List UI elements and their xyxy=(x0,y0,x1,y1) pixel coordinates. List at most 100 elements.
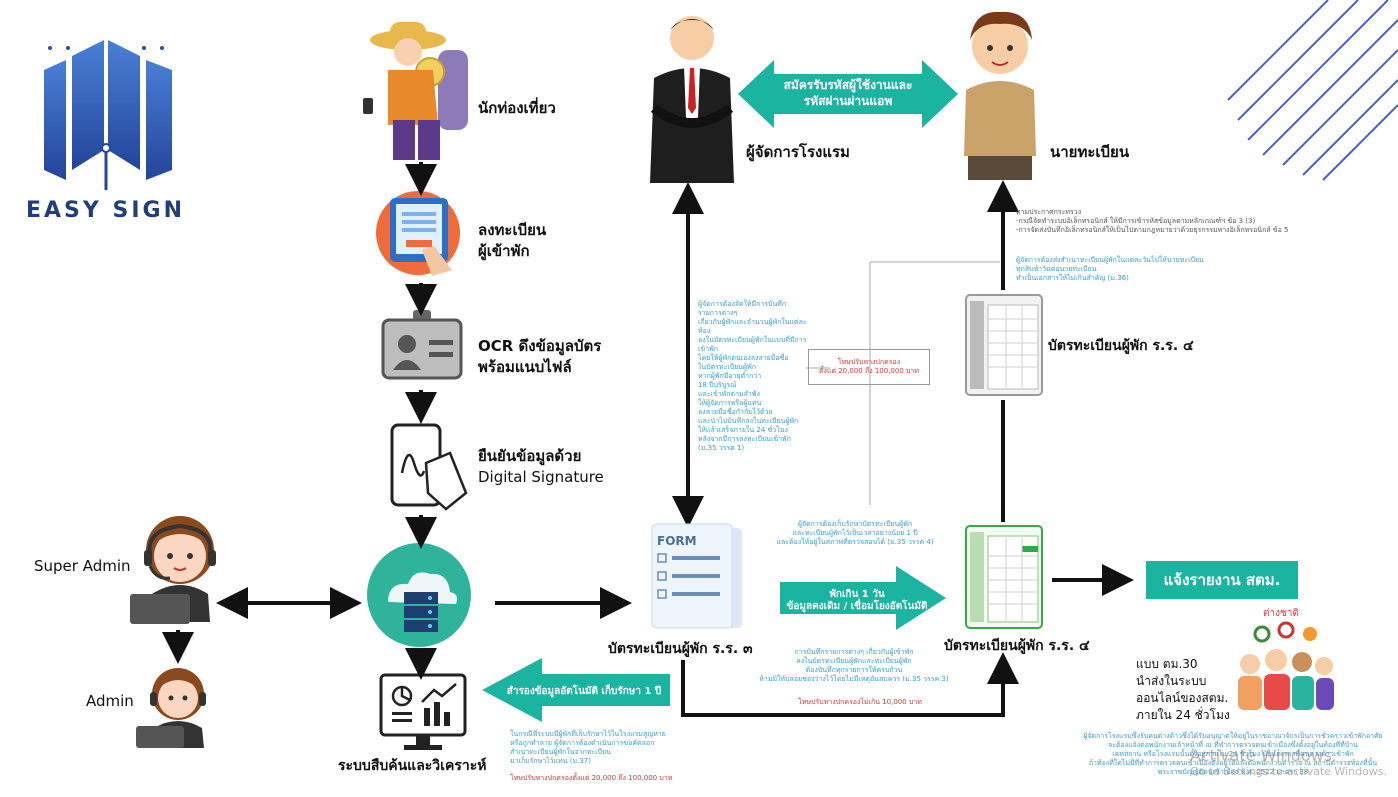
foreigner-label: ต่างชาติ xyxy=(1263,608,1299,619)
note-line: หรือถูกทำลาย ผู้จัดการต้องดำเนินการขอคัด… xyxy=(510,739,655,747)
signature-label-1: ยืนยันข้อมูลด้วย xyxy=(478,447,582,465)
cloud-server-icon xyxy=(367,543,471,647)
watermark-line-1: Activate Windows xyxy=(1190,746,1333,765)
note-line: ให้แล้วเสร็จภายใน 24 ชั่วโมง xyxy=(698,426,788,434)
note-line: และทะเบียนผู้พักไว้เป็นเวลาอย่างน้อย 1 ป… xyxy=(792,529,918,537)
note-line: จะต้องแจ้งต่อพนักงานเจ้าหน้าที่ ณ ที่ทำก… xyxy=(1108,741,1358,749)
decorative-stripes xyxy=(1227,0,1398,181)
top-arrow-text-2: รหัสผ่านผ่านแอพ xyxy=(803,94,893,108)
form-rr3-label: บัตรทะเบียนผู้พัก ร.ร. ๓ xyxy=(608,641,753,657)
note-line: 18 ปีบริบูรณ์ xyxy=(698,381,737,389)
manager-duty-note: ผู้จัดการต้องจัดให้มีการบันทึกรายการต่าง… xyxy=(698,300,808,453)
card-rr4-mid-icon xyxy=(965,525,1043,629)
ministry-announcement-note: ตามประกาศกระทรวง -กรณีจัดทำระบบอิเล็กทรอ… xyxy=(1016,208,1316,235)
lost-records-fine: โทษปรับทางปกครองตั้งแต่ 20,000 ถึง 100,0… xyxy=(510,774,673,782)
form-word: FORM xyxy=(657,534,697,548)
mid-arrow-text-1: พักเกิน 1 วัน xyxy=(829,589,885,600)
form-rr4-top-label: บัตรทะเบียนผู้พัก ร.ร. ๔ xyxy=(1048,338,1194,354)
form-rr3-icon xyxy=(651,523,742,629)
fine-box: โทษปรับทางปกครอง ตั้งแต่ 20,000 ถึง 100,… xyxy=(808,349,930,385)
tm30-line-3: ออนไลน์ของสตม. xyxy=(1136,691,1229,705)
logo-mark-icon xyxy=(44,40,172,190)
card-rr4-top-icon xyxy=(965,294,1043,396)
hotel-manager-label: ผู้จัดการโรงแรม xyxy=(746,143,850,161)
tm30-text: แบบ ตม.30 นำส่งในระบบ ออนไลน์ของสตม. ภาย… xyxy=(1136,656,1230,724)
note-line: ในบัตรทะเบียนผู้พัก xyxy=(698,363,757,371)
note-line: หลังจากมีการลงทะเบียนเข้าพัก xyxy=(698,435,791,443)
note-line: ตามประกาศกระทรวง xyxy=(1016,208,1082,216)
report-button-label: แจ้งรายงาน สตม. xyxy=(1163,571,1281,589)
easy-sign-logo: EASY SIGN xyxy=(24,30,199,230)
mid-arrow-text-2: ข้อมูลคงเดิม / เชื่อมโยงอัตโนมัติ xyxy=(786,601,928,612)
register-label: ลงทะเบียน ผู้เข้าพัก xyxy=(478,221,547,260)
note-line: ในกรณีที่ระบบมีผู้พักที่เก็บรักษาไว้ในโร… xyxy=(510,730,666,738)
note-line: ผู้จัดการโรงแรมซึ่งรับคนต่างด้าวซึ่งได้ร… xyxy=(1083,732,1383,740)
tm30-line-2: นำส่งในระบบ xyxy=(1136,674,1207,688)
note-line: ลงลายมือชื่อกำกับไว้ด้วย xyxy=(698,408,773,416)
digital-signature-icon xyxy=(390,423,468,511)
registrar-label: นายทะเบียน xyxy=(1050,143,1130,161)
fine-box-line-1: โทษปรับทางปกครอง xyxy=(837,358,901,366)
analysis-label: ระบบสืบค้นและวิเคราะห์ xyxy=(338,758,487,774)
note-line: ผู้จัดการต้องเก็บรักษาบัตรทะเบียนผู้พัก xyxy=(797,520,913,528)
registrar-icon xyxy=(964,11,1036,180)
note-line: ทำเป็นเอกสารให้ไม่เกินสำคัญ (ม.36) xyxy=(1016,274,1129,282)
signature-label-2: Digital Signature xyxy=(478,468,604,486)
note-line: ให้ผู้จัดการหรือผู้แทน xyxy=(698,399,762,407)
keep-records-note: ผู้จัดการต้องเก็บรักษาบัตรทะเบียนผู้พัก … xyxy=(770,520,940,547)
note-line: ลงในบัตรทะเบียนผู้พักในแบบที่มีการเข้าพั… xyxy=(698,336,807,353)
tm30-line-4: ภายใน 24 ชั่วโมง xyxy=(1136,708,1230,722)
tourist-label: นักท่องเที่ยว xyxy=(478,99,556,117)
note-line: มาเก็บรักษาไว้แทน (ม.37) xyxy=(510,757,591,765)
lost-records-note: ในกรณีที่ระบบมีผู้พักที่เก็บรักษาไว้ในโร… xyxy=(510,730,690,766)
note-line: -กรณีจัดทำระบบอิเล็กทรอนิกส์ ให้มีการเข้… xyxy=(1016,217,1256,225)
form-rr4-mid-label: บัตรทะเบียนผู้พัก ร.ร. ๔ xyxy=(944,638,1090,654)
top-double-arrow xyxy=(738,60,958,128)
admin-label: Admin xyxy=(86,692,134,710)
send-copy-note: ผู้จัดการต้องส่งสำเนาทะเบียนผู้พักในแต่ล… xyxy=(1016,256,1276,283)
note-line: และนำไปบันทึกลงในทะเบียนผู้พัก xyxy=(698,417,799,425)
note-line: ถ้าท้องที่ใดไม่มีที่ทำการตรวจคนเข้าเมือง… xyxy=(1088,759,1378,767)
watermark-line-2: Go to Settings to activate Windows. xyxy=(1190,765,1388,778)
report-immigration-button[interactable]: แจ้งรายงาน สตม. xyxy=(1146,561,1298,599)
note-line: ผู้จัดการต้องจัดให้มีการบันทึกรายการต่าง… xyxy=(698,300,787,317)
hotel-manager-icon xyxy=(650,16,734,183)
note-line: และต้องให้อยู่ในสภาพที่ตรวจสอบได้ (ม.35 … xyxy=(776,538,934,546)
activate-windows-watermark: Activate Windows Go to Settings to activ… xyxy=(1190,746,1387,778)
super-admin-avatar-icon xyxy=(130,516,216,624)
foreigner-duty-note: ผู้จัดการโรงแรมซึ่งรับคนต่างด้าวซึ่งได้ร… xyxy=(1070,732,1396,777)
note-line: (ม.35 วรรค 1) xyxy=(698,444,745,452)
stay-over-arrow xyxy=(780,566,946,630)
id-card-icon xyxy=(381,310,463,380)
top-arrow-text-1: สมัครรับรหัสผู้ใช้งานและ xyxy=(783,78,913,92)
note-line: ผู้จัดการต้องส่งสำเนาทะเบียนผู้พักในแต่ล… xyxy=(1016,256,1204,264)
logo-text: EASY SIGN xyxy=(26,198,185,223)
backup-arrow-text: สำรองข้อมูลอัตโนมัติ เก็บรักษา 1 ปี xyxy=(506,686,662,697)
register-tablet-icon xyxy=(376,191,460,276)
super-admin-label: Super Admin xyxy=(34,557,131,575)
admin-avatar-icon xyxy=(136,668,206,748)
center-fine-note: โทษปรับทางปกครองไม่เกิน 10,000 บาท xyxy=(798,698,922,706)
tourist-icon xyxy=(363,22,468,160)
note-line: เคหสถาน หรือโรงแรมนั้นตั้งอยู่ภายใน 24 ช… xyxy=(1112,750,1354,758)
note-line: ลงในบัตรทะเบียนผู้พักและทะเบียนผู้พัก xyxy=(796,657,912,665)
note-line: ทุกสิบห้าวันต่อนายทะเบียน xyxy=(1016,265,1097,273)
note-line: โดยให้ผู้พักตนเองลงลายมือชื่อ xyxy=(698,354,789,362)
record-complete-note: การบันทึกรายการต่างๆ เกี่ยวกับผู้เข้าพัก… xyxy=(754,648,954,684)
note-line: ต้องบันทึกทุกรายการให้ครบถ้วน xyxy=(805,666,903,674)
fine-box-line-2: ตั้งแต่ 20,000 ถึง 100,000 บาท xyxy=(818,367,919,375)
tm30-line-1: แบบ ตม.30 xyxy=(1136,657,1198,671)
analytics-monitor-icon xyxy=(379,673,467,750)
ocr-label: OCR ดึงข้อมูลบัตร พร้อมแนบไฟล์ xyxy=(478,337,602,376)
note-line: สำเนาทะเบียนผู้พักในจากทะเบียน xyxy=(510,748,611,756)
backup-arrow xyxy=(482,658,670,722)
note-line: ห้ามมิให้ปล่อยช่องว่างไว้โดยไม่มีเหตุอัน… xyxy=(759,675,949,683)
note-line: เกี่ยวกับผู้พักและจำนวนผู้พักในแต่ละห้อง xyxy=(698,318,807,335)
note-line: หากผู้พักมีอายุต่ำกว่า xyxy=(698,372,762,380)
note-line: -การจัดส่งบันทึกอิเล็กทรอนิกส์ให้เป็นไปต… xyxy=(1016,226,1289,234)
note-line: พระราชบัญญัติคนเข้าเมือง พ.ศ. 2522 มาตรา… xyxy=(1157,768,1309,776)
note-line: การบันทึกรายการต่างๆ เกี่ยวกับผู้เข้าพัก xyxy=(794,648,914,656)
foreigners-group-icon xyxy=(1238,621,1334,710)
note-line: และเข้าพักตามลำพัง xyxy=(698,390,760,398)
